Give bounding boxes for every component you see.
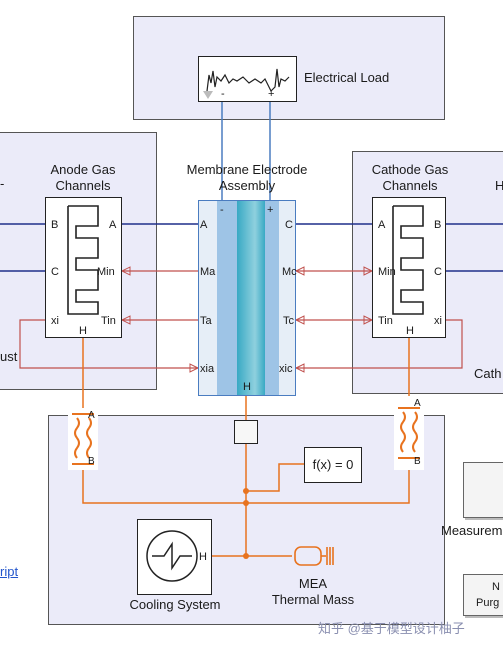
purge-button[interactable]: N Purg	[463, 574, 503, 616]
cathode-port-tin: Tin	[378, 315, 393, 327]
mea-port-neg: -	[220, 204, 224, 216]
heat-exchanger-icon	[146, 530, 198, 582]
cooling-system-label: Cooling System	[129, 597, 221, 612]
right-edge-text-bottom: Cath	[474, 366, 502, 381]
mea-block[interactable]: - + A C Ma Mc Ta Tc xia xic H	[198, 200, 297, 396]
heat-flow-sensor-right[interactable]: A B	[394, 396, 424, 470]
load-port-neg: -	[221, 88, 225, 100]
left-edge-text-bottom: ust	[0, 349, 18, 364]
anode-port-h: H	[79, 325, 87, 337]
serpentine-channel-icon	[67, 205, 99, 315]
cathode-port-c: C	[434, 266, 442, 278]
mea-port-mc: Mc	[282, 266, 297, 278]
sensor-left-port-a: A	[88, 410, 95, 421]
measurements-block[interactable]	[463, 462, 503, 518]
anode-gas-channels-block[interactable]: B A C Min xi Tin H	[45, 197, 122, 338]
watermark: 知乎 @基于模型设计柚子	[318, 621, 465, 636]
mea-port-h: H	[243, 381, 251, 393]
thermal-connection-block[interactable]	[234, 420, 258, 444]
electrical-load-label: Electrical Load	[304, 70, 390, 85]
thermal-mass-label: MEA Thermal Mass	[271, 576, 355, 607]
mea-port-pos: +	[267, 204, 274, 216]
anode-port-min: Min	[97, 266, 115, 278]
cathode-port-min: Min	[378, 266, 396, 278]
script-link[interactable]: ript	[0, 564, 19, 579]
solver-configuration-block[interactable]: f(x) = 0	[304, 447, 362, 483]
anode-port-tin: Tin	[101, 315, 116, 327]
electrical-load-block[interactable]: - +	[198, 56, 297, 102]
heat-flow-sensor-icon	[72, 413, 94, 465]
cooling-system-block[interactable]: H	[137, 519, 212, 595]
right-edge-text-top: H	[495, 178, 503, 193]
cathode-port-h: H	[406, 325, 414, 337]
mea-port-ma: Ma	[200, 266, 216, 278]
mea-port-ta: Ta	[200, 315, 212, 327]
heat-flow-sensor-left[interactable]: A B	[68, 408, 98, 470]
anode-port-b: B	[51, 219, 59, 231]
cathode-port-b: B	[434, 219, 442, 231]
cathode-title: Cathode Gas Channels	[371, 162, 449, 193]
mea-port-tc: Tc	[283, 315, 294, 327]
sensor-right-port-b: B	[414, 456, 421, 467]
load-port-pos: +	[268, 88, 275, 100]
cathode-port-a: A	[378, 219, 386, 231]
purge-button-label: Purg	[476, 597, 500, 609]
sensor-right-port-a: A	[414, 398, 421, 409]
anode-port-c: C	[51, 266, 59, 278]
left-edge-text-top: -	[0, 176, 5, 191]
mea-port-xia: xia	[200, 363, 215, 375]
anode-port-xi: xi	[51, 315, 59, 327]
load-profile-icon	[203, 68, 290, 99]
mea-port-a: A	[200, 219, 208, 231]
serpentine-channel-icon-cathode	[392, 205, 424, 315]
mea-title: Membrane Electrode Assembly	[186, 162, 308, 193]
thermal-mass-icon	[294, 546, 334, 566]
heat-flow-sensor-icon	[398, 407, 420, 459]
cathode-gas-channels-block[interactable]: A B Min C Tin xi H	[372, 197, 446, 338]
purge-button-top-text: N	[492, 581, 500, 593]
mea-port-xic: xic	[279, 363, 293, 375]
cooling-port-h: H	[199, 551, 207, 563]
thermal-mass-block[interactable]	[292, 541, 338, 571]
cathode-port-xi: xi	[434, 315, 442, 327]
anode-title: Anode Gas Channels	[50, 162, 116, 193]
solver-label: f(x) = 0	[312, 457, 354, 472]
mea-port-c: C	[285, 219, 293, 231]
sensor-left-port-b: B	[88, 456, 95, 467]
measurements-label: Measurem	[441, 523, 503, 538]
anode-port-a: A	[109, 219, 117, 231]
